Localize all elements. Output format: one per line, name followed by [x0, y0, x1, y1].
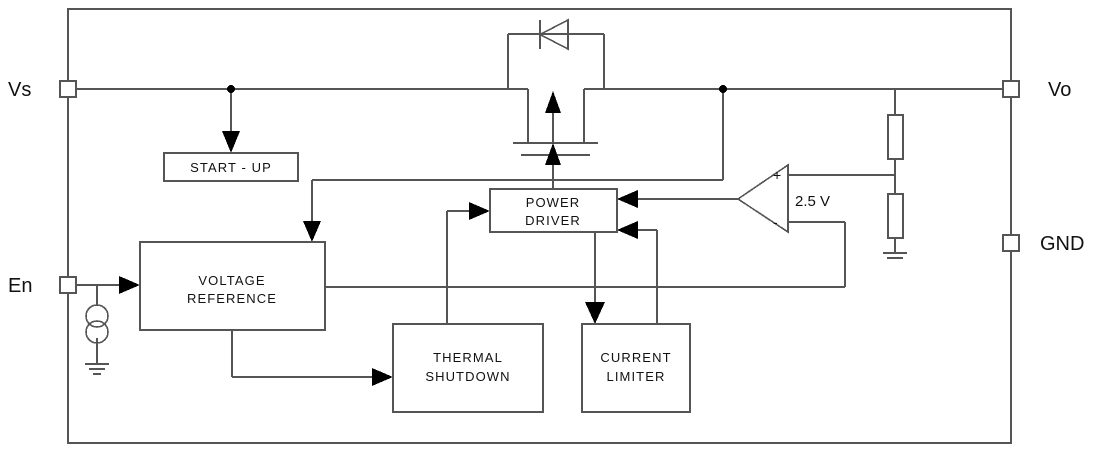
block-power-driver[interactable]: POWER DRIVER: [489, 188, 618, 233]
amplifier-minus-input-wire: [325, 221, 846, 288]
pass-transistor-group: [507, 20, 605, 89]
block-thermal-shutdown[interactable]: THERMAL SHUTDOWN: [392, 323, 544, 413]
block-start-up-label-1: START - UP: [190, 160, 272, 175]
block-current-limiter-label-1: CURRENT: [600, 350, 671, 365]
divider-ground-icon: [883, 252, 907, 259]
en-current-source-icon: [85, 304, 109, 344]
vref-to-thermal-wire: [231, 330, 379, 378]
block-voltage-reference-label-2: REFERENCE: [187, 291, 277, 306]
block-thermal-shutdown-label-2: SHUTDOWN: [425, 369, 510, 384]
pin-en-label: En: [8, 275, 32, 297]
error-amplifier-symbol: [736, 163, 789, 234]
block-power-driver-label-2: DRIVER: [525, 213, 581, 228]
chip-outline: [67, 8, 1012, 444]
en-to-vref-arrow-icon: [119, 276, 140, 294]
pin-vs[interactable]: [59, 80, 77, 98]
thermal-to-driver-wire: [446, 210, 476, 324]
block-voltage-reference-label-1: VOLTAGE: [198, 273, 265, 288]
limiter-to-driver-wire: [631, 229, 658, 324]
driver-limiter-input-arrow-icon: [617, 221, 638, 239]
junction-dot-vs-startup: [227, 85, 235, 93]
pin-gnd-label: GND: [1040, 233, 1084, 255]
body-diode-icon: [538, 18, 569, 51]
en-input-wiring: [76, 284, 126, 364]
pin-vs-label: Vs: [8, 79, 31, 101]
en-ground-icon: [85, 363, 109, 375]
pin-vo[interactable]: [1002, 80, 1020, 98]
mosfet-channel-arrow-icon: [545, 91, 561, 113]
driver-amp-input-arrow-icon: [617, 190, 638, 208]
block-start-up[interactable]: START - UP: [163, 152, 299, 182]
block-current-limiter-label-2: LIMITER: [607, 369, 666, 384]
driver-supply-feed: [311, 89, 724, 228]
current-limiter-arrow-icon: [585, 302, 605, 324]
amplifier-minus-sign: -: [773, 214, 778, 230]
thermal-shutdown-arrow-icon: [372, 368, 393, 386]
feedback-resistor-bottom: [887, 193, 904, 239]
amplifier-plus-sign: +: [773, 167, 781, 183]
pin-en[interactable]: [59, 276, 77, 294]
pin-gnd[interactable]: [1002, 234, 1020, 252]
block-voltage-reference[interactable]: VOLTAGE REFERENCE: [139, 241, 326, 331]
block-thermal-shutdown-label-1: THERMAL: [433, 350, 503, 365]
pin-vo-label: Vo: [1048, 79, 1071, 101]
amplifier-reference-label: 2.5 V: [795, 193, 830, 210]
block-power-driver-label-1: POWER: [526, 195, 581, 210]
junction-dot-vs-driver: [719, 85, 727, 93]
driver-left-input-arrow-icon: [469, 202, 490, 220]
feedback-resistor-top: [887, 114, 904, 160]
block-current-limiter[interactable]: CURRENT LIMITER: [581, 323, 691, 413]
mosfet-gate-arrow-icon: [545, 143, 561, 165]
startup-arrow-icon: [222, 131, 240, 153]
voltage-reference-supply-arrow-icon: [303, 221, 321, 242]
